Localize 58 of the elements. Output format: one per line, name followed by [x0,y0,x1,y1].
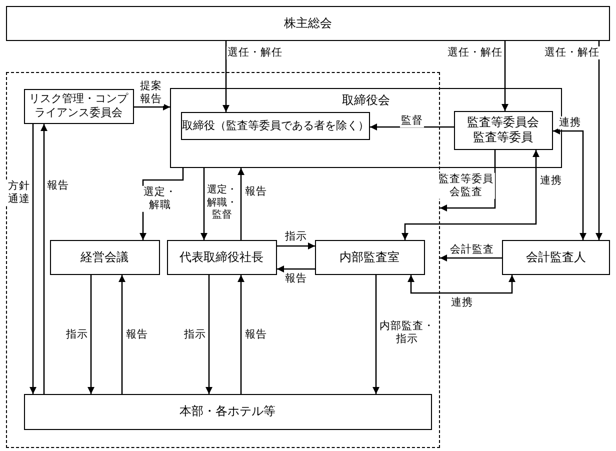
arrow [30,124,36,394]
edge-label: 報告 [284,272,308,286]
edge-label: 監査等委員会監査 [437,172,495,200]
edge-label: 指示 [65,328,89,342]
org-box [181,112,370,140]
org-box [314,240,424,274]
node-text: 会計監査人 [526,250,586,265]
arrow [134,104,170,110]
org-box [24,394,432,430]
edge-label: 連携 [450,296,474,310]
arrow [222,41,230,112]
node-text: 本部・各ホテル等 [180,404,276,419]
org-box [50,240,160,274]
arrow [402,150,540,240]
edge-label: 指示 [183,328,207,342]
edge-label: 選任・解任 [544,46,600,60]
node-text: 取締役会 [341,93,391,108]
node-text: 経営会議 [80,250,128,264]
edge-label: 報告 [244,185,268,199]
edge-label: 報告 [244,328,268,342]
node-text: 監査等委員会 [467,115,539,130]
edge-label: 方針通達 [6,180,32,206]
node-text: 内部監査室 [340,250,400,264]
arrow [372,275,380,394]
node-text: 監査等委員 [473,130,533,145]
arrow [440,254,502,262]
arrow [553,128,586,240]
edge-label: 監督 [400,114,424,128]
arrow [40,124,48,394]
edge-label: 提案報告 [138,80,164,106]
arrow [238,275,244,394]
org-box [502,240,610,275]
arrow [596,41,602,240]
edge-label: 連携 [558,116,582,130]
org-box [6,6,610,41]
edge-label: 選任・解任 [226,46,284,60]
edge-label: 報告 [125,328,149,342]
arrow [408,275,516,294]
edge-label: 選任・解任 [446,46,504,60]
edge-label: 連携 [539,174,563,188]
arrow [502,41,508,111]
arrow [118,275,126,394]
edge-label: 会計監査 [449,243,495,257]
arrow [200,168,208,240]
arrow [277,266,315,272]
node-text: 取締役（監査等委員である者を除く） [182,119,369,133]
arrow [206,275,212,394]
node-text: 株主総会 [284,16,332,31]
node-text: リスク管理・コンプライアンス委員会 [28,92,130,120]
edge-label: 指示 [284,230,308,244]
node-text: 代表取締役社長 [180,250,264,264]
arrow [238,168,244,240]
arrow [88,275,94,394]
arrow [440,150,496,212]
arrow [277,242,315,250]
org-box [454,110,552,150]
edge-label: 報告 [46,179,70,193]
org-box [166,240,276,274]
